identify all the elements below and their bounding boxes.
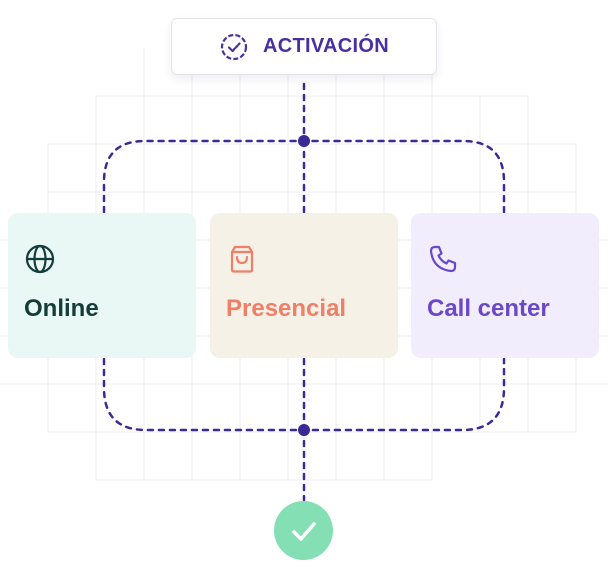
- activation-header-card: ACTIVACIÓN: [171, 18, 437, 75]
- channel-card-callcenter: Call center: [411, 213, 599, 358]
- channel-label-callcenter: Call center: [427, 295, 550, 322]
- check-circle-dashed-icon: [219, 32, 249, 62]
- channel-card-online: Online: [8, 213, 196, 358]
- globe-icon: [24, 243, 56, 275]
- checkmark-icon: [288, 515, 320, 547]
- success-check-node: [274, 501, 333, 560]
- junction-top-dot: [298, 135, 310, 147]
- activation-title: ACTIVACIÓN: [263, 35, 389, 57]
- phone-icon: [427, 243, 459, 275]
- channel-card-presencial: Presencial: [210, 213, 398, 358]
- channel-label-online: Online: [24, 295, 99, 322]
- junction-bottom-dot: [298, 424, 310, 436]
- shopping-bag-icon: [226, 243, 258, 275]
- channel-label-presencial: Presencial: [226, 295, 347, 322]
